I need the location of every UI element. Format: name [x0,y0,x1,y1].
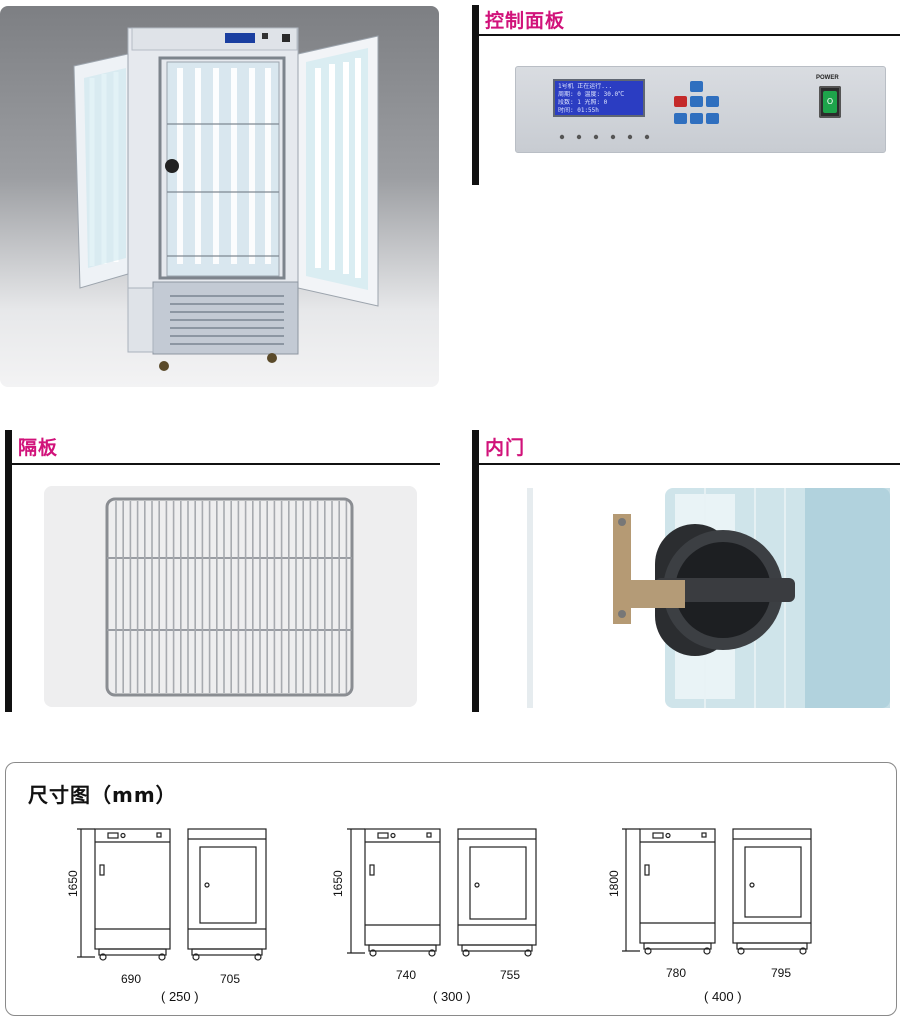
indicator-leds [559,134,650,140]
shelf-rule [12,463,440,465]
front-width-label: 690 [121,972,142,986]
door-latch-illustration [527,488,890,708]
lcd-line: 1号机 正在运行... [558,83,613,90]
side-depth-label: 795 [771,966,792,980]
keypad [674,81,719,124]
dimension-drawing-panel: 尺寸图（mm） 1650 690 705 ( 250 ) 1650 740 75… [5,762,897,1016]
inner-door-section-bar [472,430,479,712]
inner-door-photo [505,486,890,711]
enter-key-icon [706,113,719,124]
power-label: POWER [816,75,839,81]
height-label: 1650 [331,870,345,897]
height-label: 1800 [607,870,621,897]
side-depth-label: 755 [500,968,521,982]
height-label: 1650 [66,870,80,897]
control-panel-section-bar [472,5,479,185]
inner-door-rule [479,463,900,465]
dimension-set-300 [347,828,537,957]
lcd-screen: 1号机 正在运行... 周期: 0 温度: 30.0℃ 段数: 1 光照: 0 … [553,79,645,117]
up-key-icon [690,81,703,92]
power-rocker: O [823,91,837,113]
front-width-label: 780 [666,966,687,980]
stop-key-icon [674,96,687,107]
capacity-label: ( 250 ) [161,989,199,1004]
power-switch[interactable]: O [819,86,841,118]
wire-shelf-illustration [105,497,354,697]
control-panel-photo: 1号机 正在运行... 周期: 0 温度: 30.0℃ 段数: 1 光照: 0 … [515,66,886,153]
capacity-label: ( 300 ) [433,989,471,1004]
control-panel-rule [479,34,900,36]
right-key-icon [690,113,703,124]
side-depth-label: 705 [220,972,241,986]
dimension-set-400 [622,828,812,955]
capacity-label: ( 400 ) [704,989,742,1004]
lcd-line: 周期: 0 温度: 30.0℃ [558,91,625,98]
cabinet-illustration [73,27,379,371]
dimension-set-250 [77,828,267,961]
control-panel-heading: 控制面板 [485,10,566,32]
lcd-line: 时间: 01:55h [558,107,599,114]
power-symbol: O [826,97,834,106]
dimension-drawings [77,828,812,961]
lcd-line: 段数: 1 光照: 0 [558,99,608,106]
dimension-title: 尺寸图（mm） [28,783,177,807]
shelf-photo [44,486,417,707]
cabinet-photo [0,6,439,387]
shelf-section-bar [5,430,12,712]
down-key-icon [690,96,703,107]
inner-door-heading: 内门 [485,437,526,459]
home-key-icon [674,113,687,124]
return-key-icon [706,96,719,107]
shelf-heading: 隔板 [18,437,59,459]
front-width-label: 740 [396,968,417,982]
